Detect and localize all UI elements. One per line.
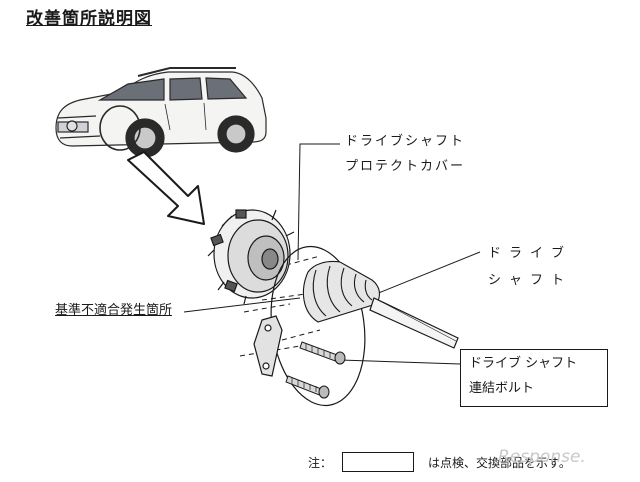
car-illustration <box>55 67 267 158</box>
connecting-bolt-label: ドライブ シャフト 連結ボルト <box>460 349 608 407</box>
watermark-logo: Response. <box>498 447 586 467</box>
label-line: 連結ボルト <box>469 380 535 396</box>
label-line: プロテクトカバー <box>345 158 466 174</box>
note-prefix: 注： <box>308 455 333 470</box>
bolt-icon <box>285 341 346 399</box>
label-line: ドライブ シャフト <box>469 356 578 371</box>
drive-shaft-icon <box>369 297 459 349</box>
note-suffix: は点検、交換部品を示す。 <box>428 455 571 470</box>
label-line: シャフト <box>488 273 573 289</box>
bracket-icon <box>253 315 283 377</box>
label-line: ドライブシャフト <box>345 134 466 149</box>
drive-shaft-cover-label: ドライブシャフト プロテクトカバー <box>345 130 465 179</box>
legend-note: 注： は点検、交換部品を示す。 <box>308 452 571 472</box>
nonconformity-label: 基準不適合発生箇所 <box>55 303 173 318</box>
boot-cover-icon <box>302 260 381 323</box>
arrow-icon <box>127 151 205 225</box>
label-line: ドライブ <box>488 246 573 261</box>
joint-flange-icon <box>207 209 295 305</box>
drive-shaft-label: ドライブ シャフト <box>488 240 572 295</box>
legend-box <box>342 452 415 472</box>
leader-lines <box>183 143 481 365</box>
page-title: 改善箇所説明図 <box>26 9 152 29</box>
